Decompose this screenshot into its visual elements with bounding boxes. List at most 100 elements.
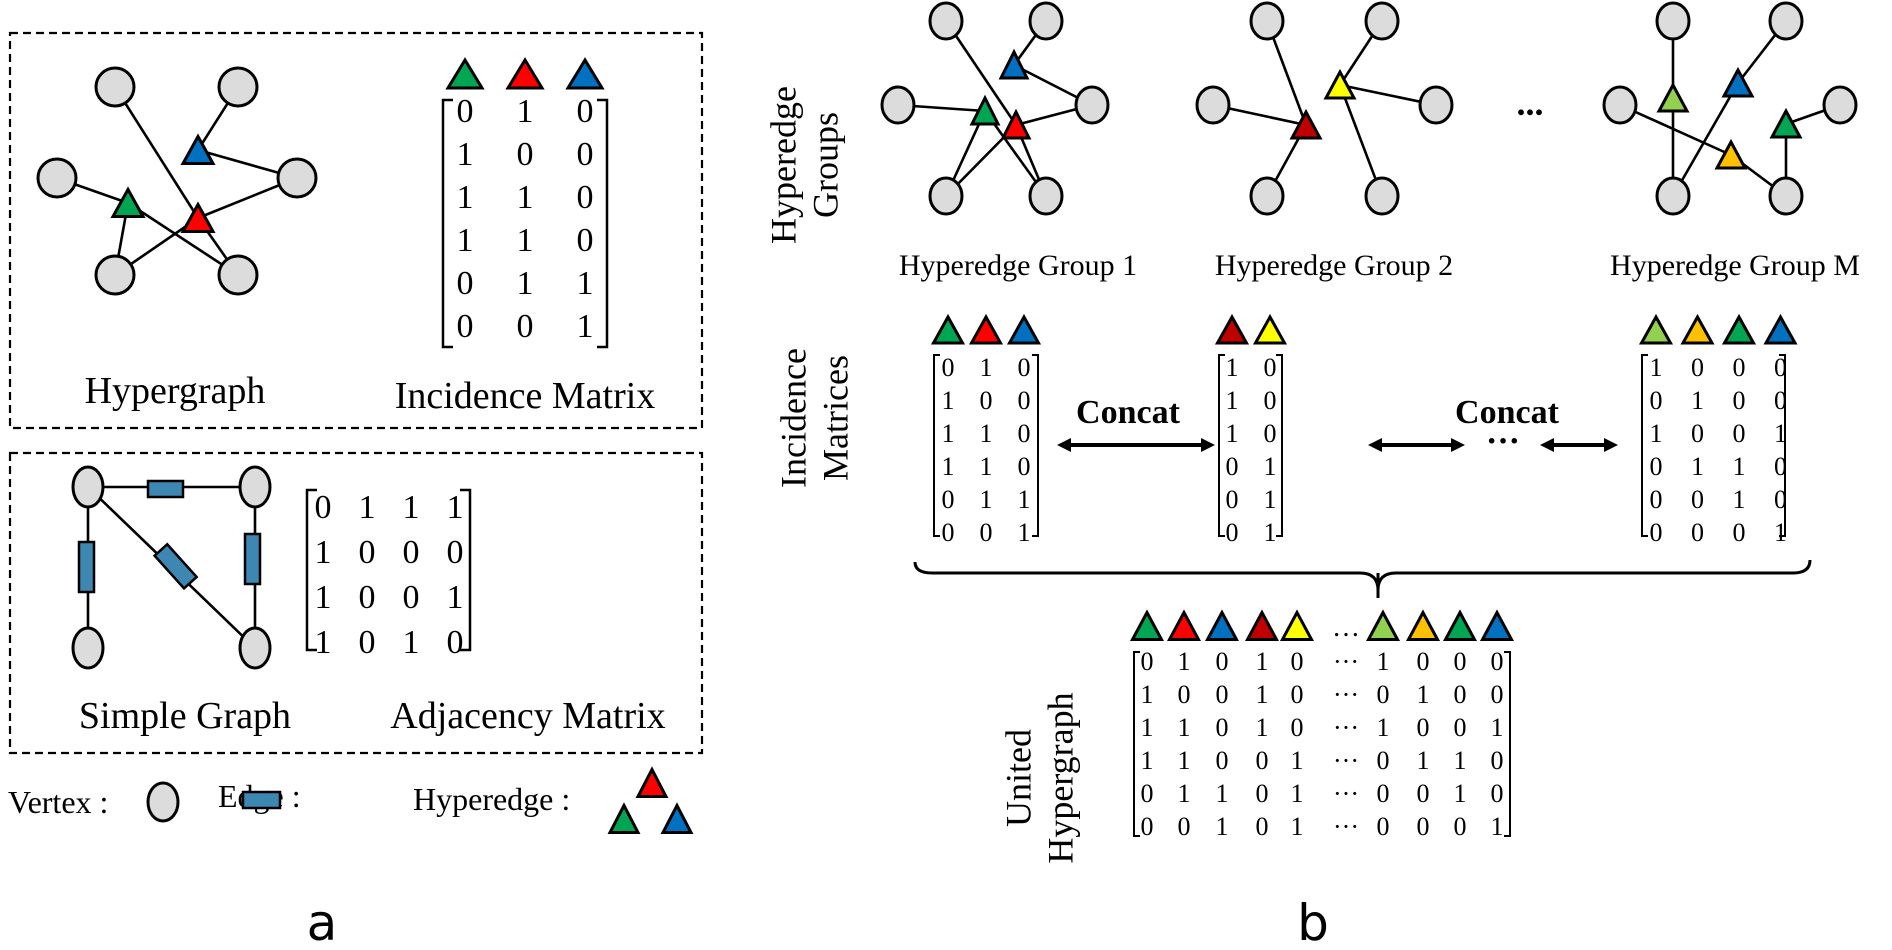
matrix-cell: 1 bbox=[1774, 419, 1787, 448]
matrix-cell: 1 bbox=[942, 419, 955, 448]
matrix-cell: 0 bbox=[359, 579, 376, 616]
red-column-icon bbox=[505, 57, 545, 90]
matrix-cell: 1 bbox=[1491, 812, 1504, 841]
vertex-icon bbox=[94, 66, 136, 108]
legend-hyperedge-icons bbox=[607, 766, 694, 834]
vertex-icon bbox=[1195, 85, 1231, 125]
simple-graph-diagram bbox=[71, 465, 272, 670]
matrix-cell: 0 bbox=[1377, 779, 1390, 808]
matrix-cell: 1 bbox=[1691, 386, 1704, 415]
legend: Vertex : Edge : Hyperedge : bbox=[8, 766, 694, 834]
incidence-link bbox=[127, 201, 239, 277]
edge-icon bbox=[146, 479, 185, 499]
edge-icon bbox=[77, 540, 96, 594]
darkred-column-icon bbox=[1244, 609, 1280, 641]
matrix-cell: 1 bbox=[517, 222, 534, 259]
left-bracket bbox=[1133, 651, 1140, 837]
darkred-column-icon bbox=[1214, 313, 1250, 345]
incidence-link bbox=[944, 20, 1018, 126]
matrix-cell: ··· bbox=[1333, 779, 1359, 808]
left-bracket bbox=[1218, 354, 1225, 537]
legend-vertex-icon bbox=[146, 781, 180, 823]
group-m-caption: Hyperedge Group M bbox=[1610, 249, 1860, 282]
blue-column-icon bbox=[1006, 313, 1042, 345]
adjacency-matrix-caption: Adjacency Matrix bbox=[390, 695, 665, 737]
row-label: Hypergraph bbox=[1040, 692, 1080, 863]
orange-column-icon bbox=[1405, 609, 1441, 641]
matrix-cell: 0 bbox=[1733, 353, 1746, 382]
matrix-cell: 0 bbox=[942, 353, 955, 382]
red-column-icon bbox=[968, 313, 1004, 345]
matrix-cell: 1 bbox=[1491, 713, 1504, 742]
matrix-cell: 1 bbox=[1216, 779, 1229, 808]
matrix-cell: 0 bbox=[517, 136, 534, 173]
matrix-cell: 1 bbox=[1018, 518, 1031, 547]
matrix-cell: 0 bbox=[1264, 419, 1277, 448]
red-column-icon bbox=[1166, 609, 1202, 641]
simple-graph-caption: Simple Graph bbox=[79, 695, 291, 737]
matrix-cell: 0 bbox=[1774, 353, 1787, 382]
matrix-cell: 0 bbox=[1650, 485, 1663, 514]
matrices-ellipsis: ··· bbox=[1486, 423, 1520, 460]
yellow-column-icon bbox=[1279, 609, 1315, 641]
matrix-cell: 0 bbox=[1691, 518, 1704, 547]
matrix-cell: 0 bbox=[980, 518, 993, 547]
matrix-cell: 1 bbox=[577, 265, 594, 302]
matrix-cell: 0 bbox=[457, 308, 474, 345]
matrix-cell: 1 bbox=[577, 308, 594, 345]
matrix-cell: ··· bbox=[1333, 746, 1359, 775]
row-label: Groups bbox=[805, 112, 845, 218]
matrix-cell: 0 bbox=[403, 534, 420, 571]
vertex-icon bbox=[1822, 85, 1858, 125]
matrix-cell: 1 bbox=[1417, 680, 1430, 709]
matrix-cell: 0 bbox=[1216, 647, 1229, 676]
matrix-cell: 0 bbox=[1018, 386, 1031, 415]
matrix-cell: 0 bbox=[359, 534, 376, 571]
right-bracket bbox=[597, 98, 609, 349]
matrix-cell: 0 bbox=[1733, 518, 1746, 547]
matrix-cell: 1 bbox=[517, 179, 534, 216]
matrix-cell: 1 bbox=[1264, 485, 1277, 514]
matrix-cell: 0 bbox=[1256, 779, 1269, 808]
blue-hyperedge-icon bbox=[998, 48, 1030, 80]
matrix-cell: 1 bbox=[1377, 647, 1390, 676]
matrix-cell: 1 bbox=[457, 222, 474, 259]
matrix-cell: 1 bbox=[1141, 746, 1154, 775]
right-bracket bbox=[1504, 651, 1511, 837]
matrix-cell: 1 bbox=[1256, 713, 1269, 742]
vertex-icon bbox=[238, 465, 272, 509]
matrix-cell: 1 bbox=[1291, 812, 1304, 841]
matrix-cell: 0 bbox=[315, 489, 332, 526]
incidence-link bbox=[1619, 103, 1732, 157]
matrix-cell: 1 bbox=[1774, 518, 1787, 547]
matrix-cell: 1 bbox=[980, 419, 993, 448]
green-column-icon bbox=[1721, 313, 1757, 345]
matrix-cell: 1 bbox=[315, 534, 332, 571]
matrix-cell: 0 bbox=[1256, 746, 1269, 775]
blue-column-icon bbox=[1204, 609, 1240, 641]
matrix-cell: 1 bbox=[1733, 452, 1746, 481]
matrix-cell: 0 bbox=[1454, 647, 1467, 676]
matrix-cell: 0 bbox=[1491, 680, 1504, 709]
matrix-cell: 1 bbox=[1141, 680, 1154, 709]
matrix-cell: 1 bbox=[980, 485, 993, 514]
red-hyperedge-icon bbox=[180, 201, 216, 233]
hyperedge-group-1: Hyperedge Group 1 bbox=[880, 1, 1137, 282]
matrix-cell: 1 bbox=[1226, 386, 1239, 415]
matrix-cell: 0 bbox=[1491, 746, 1504, 775]
matrix-cell: 0 bbox=[1216, 713, 1229, 742]
legend-vertex-label: Vertex : bbox=[8, 784, 108, 820]
right-bracket bbox=[460, 488, 472, 652]
matrix-cell: 1 bbox=[1264, 518, 1277, 547]
blue-column-icon bbox=[565, 57, 605, 90]
matrix-cell: 0 bbox=[1226, 485, 1239, 514]
vertex-icon bbox=[880, 85, 916, 125]
matrix-cell: 0 bbox=[1377, 746, 1390, 775]
matrix-cell: 0 bbox=[1216, 680, 1229, 709]
matrix-cell: ··· bbox=[1333, 647, 1359, 676]
matrix-cell: 1 bbox=[1733, 485, 1746, 514]
